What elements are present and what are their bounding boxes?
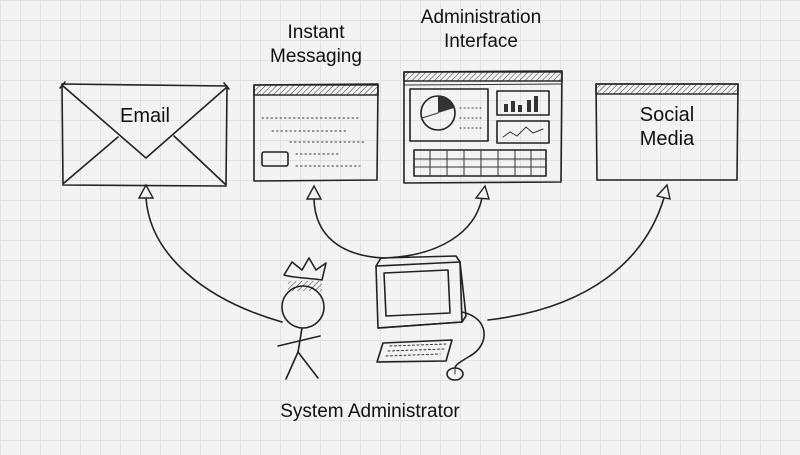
system-administrator-figure-icon [277, 257, 327, 380]
administration-dashboard-icon [403, 70, 563, 184]
social-media-label-line2: Media [639, 128, 695, 150]
email-envelope-icon [59, 81, 230, 187]
edge-admin-to-email [137, 183, 283, 323]
administration-interface-label-line2: Interface [444, 31, 518, 52]
instant-messaging-label-line2: Messaging [270, 46, 362, 67]
instant-messaging-window-icon [253, 83, 379, 182]
social-media-label-line1: Social [639, 104, 695, 126]
instant-messaging-label: Instant Messaging [250, 21, 382, 69]
social-media-label: Social Media [617, 103, 717, 151]
edge-admin-to-social-media [487, 183, 671, 321]
instant-messaging-label-line1: Instant [287, 22, 345, 43]
edge-admin-to-administration-interface [383, 184, 490, 259]
edge-admin-to-instant-messaging [305, 184, 385, 259]
email-label: Email [119, 105, 170, 127]
administration-interface-label: Administration Interface [405, 6, 557, 54]
social-media-window-icon [595, 83, 739, 181]
computer-icon [375, 255, 485, 381]
administration-interface-label-line1: Administration [420, 7, 542, 28]
system-administrator-label: System Administrator [280, 401, 460, 422]
